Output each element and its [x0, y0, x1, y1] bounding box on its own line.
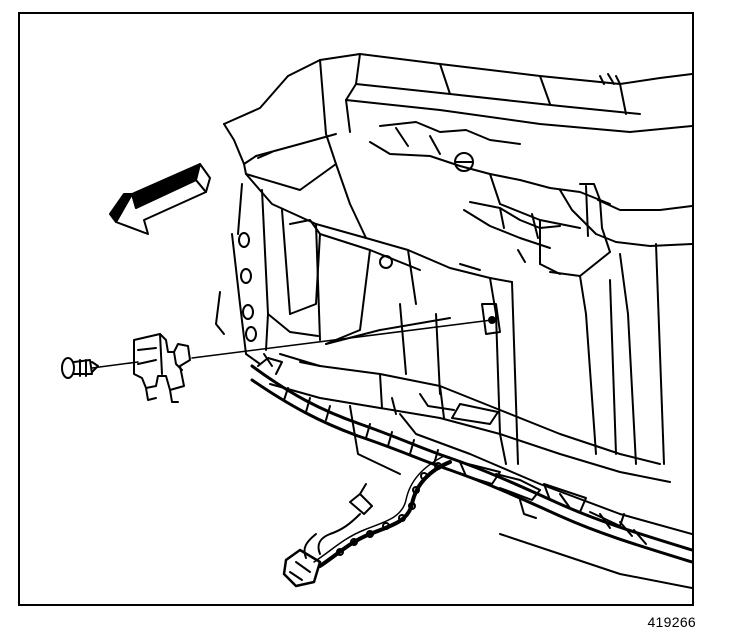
support-posts — [399, 243, 665, 465]
ambient-air-temperature-sensor — [91, 319, 493, 403]
radiator-support-side — [245, 163, 491, 351]
lower-tie-bar — [269, 353, 692, 589]
figure-id-label: 419266 — [647, 614, 696, 630]
sensor-pigtail-harness — [282, 455, 452, 588]
illustration-frame — [18, 12, 694, 606]
fender-apron-left — [215, 75, 337, 365]
vehicle-front-end-illustration — [61, 53, 692, 589]
misc-detail-lines — [391, 73, 621, 415]
push-pin-fastener — [61, 357, 99, 379]
main-wiring-harness — [250, 353, 692, 564]
arrow-front-of-vehicle-icon — [109, 163, 211, 235]
